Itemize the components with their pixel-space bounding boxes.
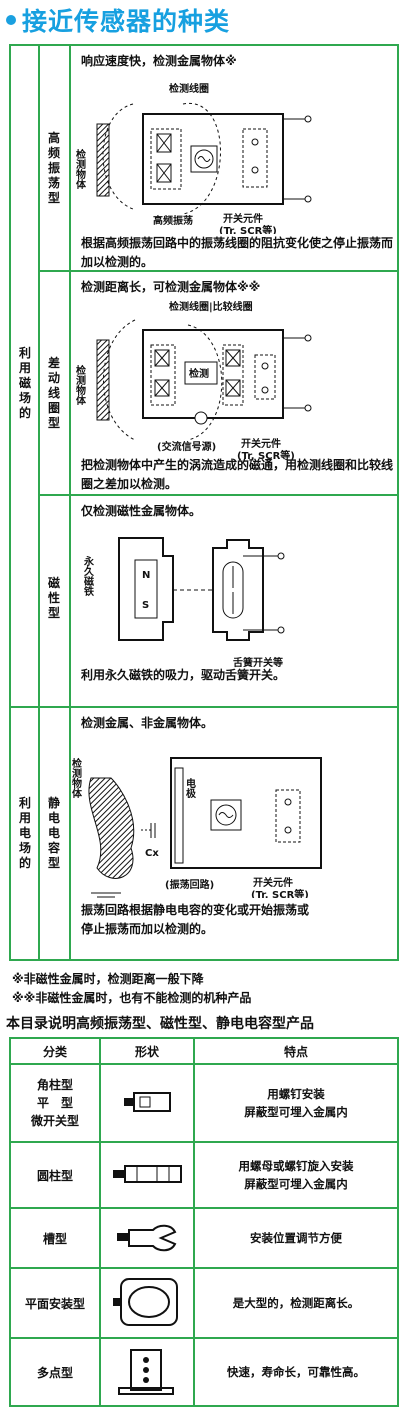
row-type: 槽型	[9, 1207, 101, 1269]
label-reed-switch: 舌簧开关等	[233, 656, 283, 669]
table-row: 圆柱型 用螺母或螺钉旋入安装 屏蔽型可埋入金属内	[9, 1141, 399, 1209]
table-row: 平面安装型 是大型的，检测距离长。	[9, 1267, 399, 1339]
row1-top-text: 响应速度快，检测金属物体※	[81, 54, 237, 68]
label-switch-type-3: (Tr, SCR等)	[251, 888, 309, 898]
note-2: ※※非磁性金属时，也有不能检测的机种产品	[12, 991, 252, 1005]
product-table: 分类 形状 特点 角柱型 平 型 微开关型 用螺钉安装 屏蔽型可埋入金属内 圆柱…	[9, 1037, 399, 1407]
row-type: 角柱型 平 型 微开关型	[9, 1063, 101, 1143]
table-row: 角柱型 平 型 微开关型 用螺钉安装 屏蔽型可埋入金属内	[9, 1063, 399, 1143]
table-row: 多点型 快速，寿命长，可靠性高。	[9, 1337, 399, 1407]
svg-text:检测线圈|比较线圈: 检测线圈|比较线圈	[169, 300, 253, 313]
row-feature: 安装位置调节方便	[193, 1207, 399, 1269]
label-osc-circuit: (振荡回路)	[165, 878, 214, 891]
row2-top-text: 检测距离长，可检测金属物体※※	[81, 280, 261, 294]
product-section-title: 本目录说明高频振荡型、磁性型、静电电容型产品	[6, 1016, 314, 1032]
header-shape: 形状	[99, 1037, 195, 1065]
high-frequency-diagram: 检测物体 检测线圈 高频振荡 开关元件 (Tr, SCR等)	[74, 82, 312, 234]
label-detect-object-2: 检测物体	[74, 364, 86, 406]
differential-coil-diagram: 检测物体 检测 检测线圈|比较线圈 (交流信号源)	[74, 300, 312, 460]
page-header: 接近传感器的种类	[6, 4, 230, 36]
row1-bottom-text: 根据高频振荡回路中的振荡线圈的阻抗变化使之停止振荡而加以检测的。	[81, 236, 394, 269]
label-cx: Cx	[145, 848, 159, 859]
cylinder-sensor-icon	[99, 1141, 195, 1209]
label-permanent-magnet: 永久磁铁	[82, 555, 95, 597]
label-switch-type: (Tr, SCR等)	[219, 224, 277, 234]
magnetic-diagram: 永久磁铁 N S 舌簧开关等	[82, 537, 285, 669]
header-category: 分类	[9, 1037, 101, 1065]
row-name-magnetic: 磁性型	[47, 576, 60, 620]
row-feature: 用螺钉安装 屏蔽型可埋入金属内	[193, 1063, 399, 1143]
group-label-magnetic: 利用磁场的	[18, 346, 31, 420]
label-s-pole: S	[142, 600, 149, 611]
row4-bottom-text: 振荡回路根据静电电容的变化或开始振荡或停止振荡而加以检测的。	[81, 903, 310, 936]
row-type: 多点型	[9, 1337, 101, 1407]
bullet-dot-icon	[6, 15, 16, 25]
row2-bottom-text: 把检测物体中产生的涡流造成的磁通，用检测线圈和比较线圈之差加以检测。	[81, 458, 394, 491]
row-feature: 快速，寿命长，可靠性高。	[193, 1337, 399, 1407]
label-detect-coil: 检测线圈	[169, 82, 209, 95]
note-1: ※非磁性金属时，检测距离一般下降	[12, 972, 204, 986]
capacitive-diagram: 检测物体 Cx 电极 (振荡回路) 开关元件 (Tr, SCR等)	[71, 757, 322, 898]
label-switch-element-3: 开关元件	[253, 876, 293, 889]
row-feature: 用螺母或螺钉旋入安装 屏蔽型可埋入金属内	[193, 1141, 399, 1209]
group-label-electric: 利用电场的	[18, 796, 31, 870]
square-sensor-icon	[99, 1063, 195, 1143]
page-title: 接近传感器的种类	[22, 7, 231, 36]
product-table-header: 分类 形状 特点	[9, 1037, 399, 1065]
label-compare-coil: 比较线圈	[213, 300, 253, 313]
label-detect-coil-2: 检测线圈	[169, 300, 209, 313]
row-type: 平面安装型	[9, 1267, 101, 1339]
row3-bottom-text: 利用永久磁铁的吸力，驱动舌簧开关。	[81, 668, 286, 682]
table-row: 槽型 安装位置调节方便	[9, 1207, 399, 1269]
label-detect-object-3: 检测物体	[71, 757, 82, 799]
flat-mount-sensor-icon	[99, 1267, 195, 1339]
classification-table: 利用磁场的 利用电场的 高频振荡型 差动线圈型 磁性型 静电电容型 响应速度快，…	[9, 44, 399, 961]
multipoint-sensor-icon	[99, 1337, 195, 1407]
label-switch-element: 开关元件	[223, 212, 263, 225]
label-n-pole: N	[142, 570, 150, 581]
slot-sensor-icon	[99, 1207, 195, 1269]
label-high-freq-osc: 高频振荡	[153, 214, 193, 227]
label-switch-element-2: 开关元件	[241, 437, 281, 450]
label-detect-object: 检测物体	[74, 148, 86, 190]
row-name-differential-coil: 差动线圈型	[47, 356, 60, 430]
header-feature: 特点	[193, 1037, 399, 1065]
label-ac-source: (交流信号源)	[157, 440, 216, 453]
row-type: 圆柱型	[9, 1141, 101, 1209]
row-feature: 是大型的，检测距离长。	[193, 1267, 399, 1339]
label-detect: 检测	[189, 367, 209, 380]
row3-top-text: 仅检测磁性金属物体。	[81, 504, 202, 518]
row4-top-text: 检测金属、非金属物体。	[81, 716, 214, 730]
label-switch-type-2: (Tr, SCR等)	[237, 449, 295, 460]
label-electrode: 电极	[184, 777, 196, 799]
row-name-high-frequency: 高频振荡型	[47, 131, 60, 205]
row-name-capacitive: 静电电容型	[47, 796, 60, 870]
